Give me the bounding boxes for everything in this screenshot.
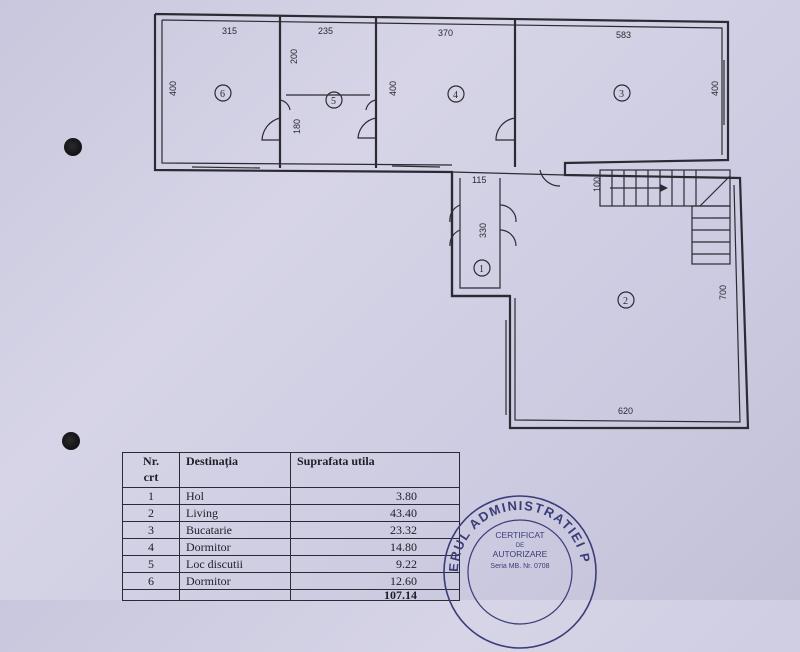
door-arc-6 [261, 117, 281, 141]
door-arc-3 [495, 117, 516, 141]
room-markers: 6 5 4 3 1 2 [214, 84, 635, 309]
stamp-line1: CERTIFICAT [495, 530, 544, 540]
plan-walls [153, 12, 750, 430]
stamp-line4: Seria MB. Nr. 0708 [490, 563, 549, 570]
stamp-line3: AUTORIZARE [493, 549, 548, 559]
cell-area: 3.80 [290, 487, 460, 505]
dim-hol-width: 115 [472, 175, 486, 185]
dimension-labels: 315 235 370 583 400 200 180 400 400 115 … [168, 26, 728, 416]
table-row: 3 Bucatarie 23.32 [122, 521, 460, 539]
punch-hole-top [64, 138, 82, 156]
areas-table: Nr. crt Destinația Suprafata utila 1 Hol… [122, 452, 460, 601]
room-marker-1 [473, 259, 491, 277]
door-arcs [261, 99, 561, 247]
cell-nr: 1 [122, 487, 180, 505]
cell-nr: 3 [122, 521, 180, 539]
floor-plan: 315 235 370 583 400 200 180 400 400 115 … [153, 12, 750, 430]
hol-top [451, 171, 566, 176]
window-4 [391, 165, 441, 168]
header-nr: Nr. crt [122, 452, 180, 488]
dim-room5-width: 235 [318, 26, 333, 36]
cell-area: 23.32 [290, 521, 460, 539]
room-marker-2 [617, 291, 635, 309]
door-arc-hol-d [499, 229, 517, 247]
dim-room5-height-top: 200 [289, 49, 299, 64]
cell-area: 43.40 [290, 504, 460, 522]
door-arc-hol-c [499, 204, 517, 223]
door-arc-5b [365, 99, 377, 111]
dim-room6-height: 400 [168, 81, 178, 96]
header-nr-text: Nr. [143, 454, 159, 468]
cell-destination: Loc discutii [179, 555, 291, 573]
room-marker-4 [447, 85, 465, 103]
table-total-row: 107.14 [122, 589, 460, 601]
room-marker-3 [613, 84, 631, 102]
dim-room3-height: 400 [710, 81, 720, 96]
cell-area: 12.60 [290, 572, 460, 590]
punch-hole-bottom [62, 432, 80, 450]
cell-nr: 5 [122, 555, 180, 573]
dim-room3-width: 583 [616, 30, 631, 40]
door-arc-hol-a [449, 204, 461, 223]
cell-nr: 6 [122, 572, 180, 590]
stair-arrow-head [660, 184, 668, 192]
cell-total-nr [122, 589, 180, 601]
room-marker-5 [325, 91, 343, 109]
stair-run-top [599, 169, 731, 207]
table-row: 6 Dormitor 12.60 [122, 572, 460, 590]
room-number-6: 6 [220, 89, 225, 100]
table-row: 5 Loc discutii 9.22 [122, 555, 460, 573]
hol-inner [459, 178, 501, 289]
stair-run-side [691, 205, 731, 265]
table-row: 1 Hol 3.80 [122, 487, 460, 505]
cell-destination: Dormitor [179, 572, 291, 590]
dim-hol-height: 330 [478, 223, 488, 238]
header-crt-text: crt [143, 470, 159, 484]
stamp-outer-ring [443, 495, 597, 649]
cell-nr: 2 [122, 504, 180, 522]
dim-room6-width: 315 [222, 26, 237, 36]
header-destination: Destinația [179, 452, 291, 488]
cell-destination: Hol [179, 487, 291, 505]
cell-destination: Bucatarie [179, 521, 291, 539]
room-marker-6 [214, 84, 232, 102]
door-arc-hol-b [449, 229, 461, 247]
dim-stair-width: 100 [592, 177, 602, 192]
table-row: 4 Dormitor 14.80 [122, 538, 460, 556]
cell-destination: Dormitor [179, 538, 291, 556]
room-number-2: 2 [623, 296, 628, 307]
room-number-3: 3 [619, 89, 624, 100]
cell-area: 14.80 [290, 538, 460, 556]
living-inner [514, 184, 741, 423]
authorization-stamp: ERUL ADMINISTRATIEI P CERTIFICAT DE AUTO… [443, 495, 597, 649]
stamp-line2: DE [516, 543, 524, 549]
inner-wall-top [161, 19, 723, 155]
cell-nr: 4 [122, 538, 180, 556]
door-arc-living [539, 169, 561, 187]
dim-room4-height: 400 [388, 81, 398, 96]
scanned-document: 315 235 370 583 400 200 180 400 400 115 … [62, 12, 750, 649]
table-row: 2 Living 43.40 [122, 504, 460, 522]
room-number-1: 1 [479, 264, 484, 275]
cell-area: 9.22 [290, 555, 460, 573]
hol-wall [450, 172, 510, 298]
room-number-4: 4 [453, 90, 458, 101]
inner-wall-left [161, 20, 453, 166]
dim-living-width: 620 [618, 406, 633, 416]
header-area: Suprafata utila [290, 452, 460, 488]
door-arc-5a [279, 99, 291, 111]
room-number-5: 5 [331, 96, 336, 107]
cell-total-label [179, 589, 291, 601]
dim-room4-width: 370 [438, 28, 453, 38]
table-header-row: Nr. crt Destinația Suprafata utila [122, 452, 460, 488]
staircase [599, 169, 731, 265]
cell-destination: Living [179, 504, 291, 522]
door-arc-4 [357, 117, 377, 139]
dim-living-height: 700 [718, 285, 728, 300]
cell-total-area: 107.14 [290, 589, 460, 601]
window-6 [191, 166, 261, 169]
dim-room5-height-bottom: 180 [292, 119, 302, 134]
